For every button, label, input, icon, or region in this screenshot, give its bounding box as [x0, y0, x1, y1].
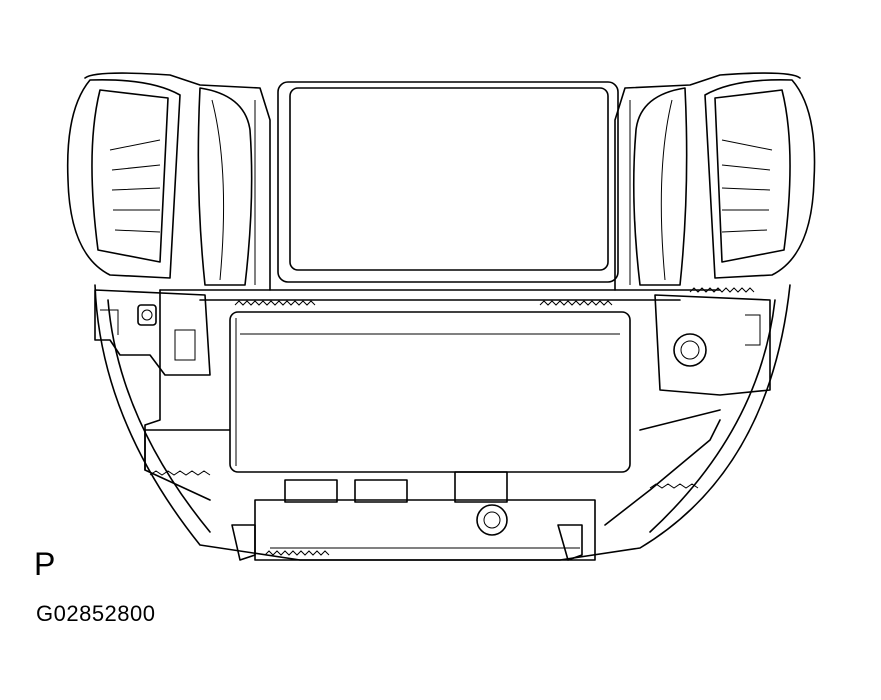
view-letter-label: P: [34, 546, 56, 582]
figure-code-label: G02852800: [36, 601, 156, 626]
top-frame: [84, 72, 801, 306]
left-bracket: [94, 289, 211, 376]
right-bracket: [654, 294, 771, 396]
right-air-duct: [632, 78, 816, 286]
upper-panel: [254, 81, 631, 285]
center-cover: [229, 311, 631, 473]
lower-connector-block: [231, 471, 596, 561]
left-air-duct: [66, 78, 253, 286]
